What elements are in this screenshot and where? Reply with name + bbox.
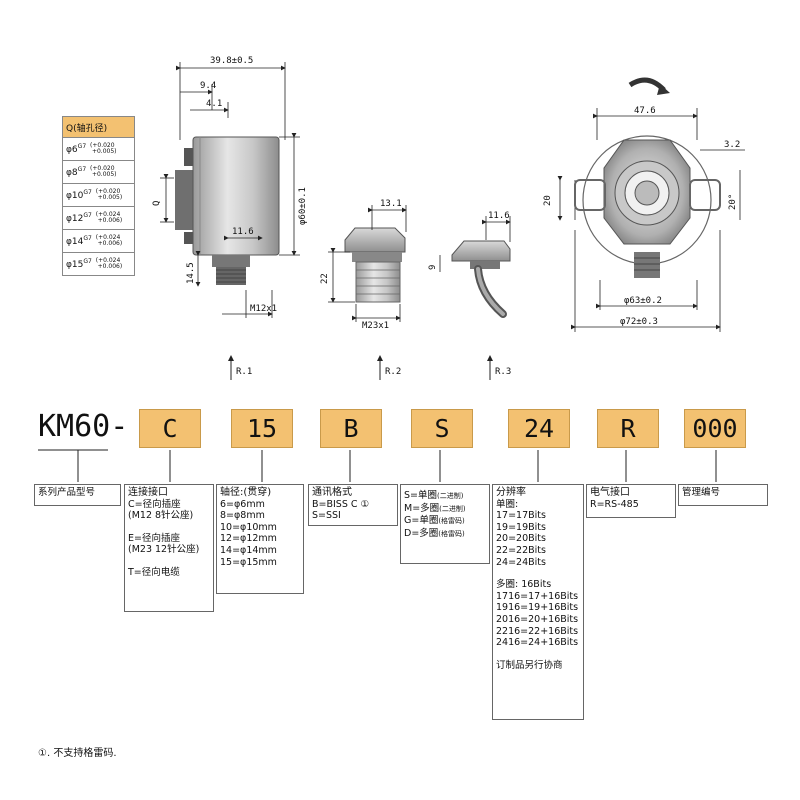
model-connectors <box>38 449 717 482</box>
code-box-comm: B <box>320 409 382 448</box>
code-box-shaft: 15 <box>231 409 293 448</box>
dim-47-6: 47.6 <box>634 106 656 116</box>
code-box-connection: C <box>139 409 201 448</box>
dim-3-2: 3.2 <box>724 140 741 150</box>
model-prefix: KM60- <box>38 409 129 444</box>
dim-m12: M12x1 <box>250 304 278 314</box>
code-box-resolution: 24 <box>508 409 570 448</box>
code-box-turns: S <box>411 409 473 448</box>
dim-m23: M23x1 <box>362 321 390 331</box>
desc-turns: S=单圈(二进制) M=多圈(二进制) G=单圈(格雷码) D=多圈(格雷码) <box>400 484 490 564</box>
desc-electrical: 电气接口 R=RS-485 <box>586 484 676 518</box>
dim-13-1: 13.1 <box>380 199 402 209</box>
r2-label: R.2 <box>385 367 402 377</box>
dim-9: 9 <box>428 264 438 270</box>
dim-11-6-cable: 11.6 <box>488 211 510 221</box>
dim-diameter-60: φ60±0.1 <box>298 187 308 225</box>
desc-comm: 通讯格式 B=BISS C ① S=SSI <box>308 484 398 526</box>
table-row: φ8G7 (+0.020 +0.005) <box>62 160 135 184</box>
footnote: ①. 不支持格雷码. <box>38 748 117 759</box>
r3-label: R.3 <box>495 367 512 377</box>
table-row: φ15G7 (+0.024 +0.006) <box>62 252 135 276</box>
dim-total-length: 39.8±0.5 <box>210 56 254 66</box>
desc-connection: 连接接口 C=径向插座 (M12 8针公座) E=径向插座 (M23 12针公座… <box>124 484 214 612</box>
table-row: φ6G7 (+0.020 +0.005) <box>62 137 135 161</box>
dim-14-5: 14.5 <box>186 262 196 284</box>
dim-72: φ72±0.3 <box>620 317 658 327</box>
dim-63: φ63±0.2 <box>624 296 662 306</box>
desc-series: 系列产品型号 <box>34 484 121 506</box>
dim-11-6: 11.6 <box>232 227 254 237</box>
desc-resolution: 分辨率 单圈: 17=17Bits 19=19Bits 20=20Bits 22… <box>492 484 584 720</box>
table-header: Q(轴孔径) <box>62 116 135 138</box>
m23-connector-drawing <box>328 205 407 322</box>
dim-q: Q <box>152 200 162 206</box>
r-arrows <box>228 355 493 380</box>
dim-22: 22 <box>320 273 330 284</box>
code-box-management: 000 <box>684 409 746 448</box>
desc-management: 管理编号 <box>678 484 768 506</box>
cable-connector-drawing <box>439 216 511 318</box>
r1-label: R.1 <box>236 367 253 377</box>
shaft-bore-table: Q(轴孔径) φ6G7 (+0.020 +0.005) φ8G7 (+0.020… <box>62 116 135 276</box>
code-box-electrical: R <box>597 409 659 448</box>
table-row: φ12G7 (+0.024 +0.006) <box>62 206 135 230</box>
table-row: φ14G7 (+0.024 +0.006) <box>62 229 135 253</box>
front-view-drawing <box>557 77 745 332</box>
dim-9-4: 9.4 <box>200 81 217 91</box>
dim-4-1: 4.1 <box>206 99 223 109</box>
side-view-drawing <box>160 62 300 318</box>
dim-angle-20: 20° <box>728 193 738 210</box>
dim-20: 20 <box>543 195 553 206</box>
table-row: φ10G7 (+0.020 +0.005) <box>62 183 135 207</box>
desc-shaft: 轴径:(贯穿) 6=φ6mm 8=φ8mm 10=φ10mm 12=φ12mm … <box>216 484 304 594</box>
